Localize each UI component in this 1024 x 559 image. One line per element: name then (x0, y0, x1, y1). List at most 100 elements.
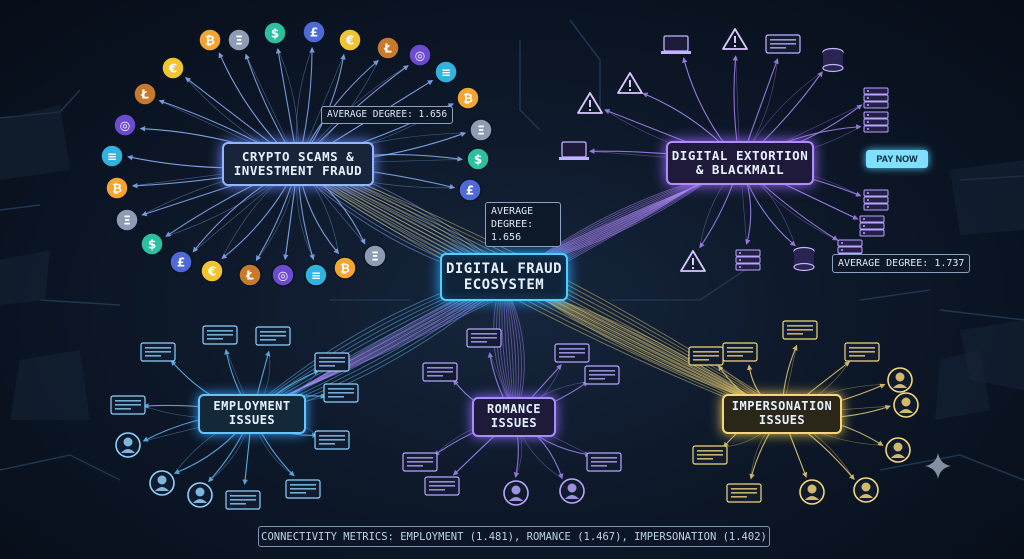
avatar-head-icon (901, 397, 911, 407)
circuit-trace (0, 204, 41, 211)
circuit-trace (610, 259, 761, 301)
document-line-icon (115, 404, 141, 406)
document-line-icon (559, 348, 585, 350)
server-light-icon (867, 114, 869, 116)
database-base-icon (822, 63, 844, 73)
avatar-head-icon (861, 482, 871, 492)
document-line-icon (207, 330, 233, 332)
crypto-coin-symbol-icon: ◎ (120, 119, 130, 133)
avatar-head-icon (511, 485, 521, 495)
document-line-icon (145, 355, 161, 357)
server-rack-icon (863, 125, 889, 133)
avatar-head-icon (895, 372, 905, 382)
server-rack-icon (735, 249, 761, 257)
crypto-coin-icon (408, 43, 432, 67)
avatar-body-icon (121, 449, 135, 453)
database-body-icon (794, 251, 814, 267)
crypto-coin-icon (466, 147, 490, 171)
server-light-icon (867, 128, 869, 130)
warning-triangle-icon (617, 72, 643, 94)
extortion-average-degree-badge: AVERAGE DEGREE: 1.737 (832, 254, 971, 273)
avatar-head-icon (157, 475, 167, 485)
crypto-coin-icon (238, 263, 262, 287)
document-line-icon (471, 333, 497, 335)
hub-digital-extortion[interactable]: DIGITAL EXTORTION & BLACKMAIL (666, 141, 814, 185)
hub-impersonation-issues[interactable]: IMPERSONATION ISSUES (722, 394, 842, 434)
background-shard (935, 350, 990, 420)
server-rack-icon (863, 118, 889, 126)
server-light-icon (739, 252, 741, 254)
document-line-icon (319, 435, 345, 437)
warning-mark-icon (734, 36, 736, 43)
server-rack-icon (863, 101, 889, 109)
document-line-icon (145, 351, 171, 353)
crypto-coin-symbol-icon: £ (177, 256, 185, 270)
server-rack-icon (859, 222, 885, 230)
document-line-icon (328, 392, 354, 394)
document-line-icon (693, 351, 719, 353)
crypto-coin-symbol-icon: £ (310, 26, 318, 40)
warning-mark-icon (692, 258, 694, 265)
document-line-icon (230, 495, 256, 497)
laptop-base-icon (559, 157, 589, 160)
background-shard (10, 350, 90, 420)
circuit-trace (0, 454, 121, 481)
crypto-coin-icon (113, 113, 137, 137)
document-line-icon (849, 355, 865, 357)
document-line-icon (429, 485, 455, 487)
crypto-coin-symbol-icon: ≡ (107, 150, 117, 164)
circuit-trace (939, 309, 1024, 321)
crypto-coin-symbol-icon: ₿ (463, 92, 473, 106)
document-line-icon (731, 488, 757, 490)
crypto-coin-symbol-icon: ₿ (205, 34, 215, 48)
document-line-icon (260, 331, 286, 333)
server-light-icon (867, 97, 869, 99)
pay-now-button[interactable]: PAY NOW (866, 150, 928, 168)
document-line-icon (319, 439, 345, 441)
document-line-icon (429, 481, 455, 483)
document-line-icon (230, 499, 256, 501)
document-line-icon (849, 347, 875, 349)
document-line-icon (559, 352, 585, 354)
document-line-icon (207, 334, 233, 336)
crypto-coin-symbol-icon: Ξ (371, 250, 379, 264)
document-line-icon (589, 378, 605, 380)
document-line-icon (290, 488, 316, 490)
crypto-coin-icon (161, 56, 185, 80)
document-line-icon (427, 371, 453, 373)
crypto-coin-symbol-icon: $ (148, 238, 156, 252)
crypto-coin-symbol-icon: Ξ (123, 214, 131, 228)
hub-employment-issues[interactable]: EMPLOYMENT ISSUES (198, 394, 306, 434)
crypto-average-degree-badge: AVERAGE DEGREE: 1.656 (321, 106, 454, 125)
crypto-coin-icon (227, 28, 251, 52)
document-line-icon (407, 457, 433, 459)
avatar-body-icon (891, 454, 905, 458)
warning-triangle-icon (577, 92, 603, 114)
document-line-icon (731, 496, 747, 498)
document-line-icon (319, 365, 335, 367)
hub-digital-fraud-ecosystem[interactable]: DIGITAL FRAUD ECOSYSTEM (440, 253, 568, 301)
hub-romance-issues[interactable]: ROMANCE ISSUES (472, 397, 556, 437)
center-average-degree-badge: AVERAGE DEGREE: 1.656 (485, 202, 561, 247)
server-rack-icon (859, 229, 885, 237)
document-line-icon (429, 489, 445, 491)
server-rack-icon (863, 189, 889, 197)
document-line-icon (770, 43, 796, 45)
document-line-icon (727, 347, 753, 349)
background-shard (0, 250, 50, 305)
crypto-coin-icon (333, 256, 357, 280)
hub-crypto-scams[interactable]: CRYPTO SCAMS & INVESTMENT FRAUD (222, 142, 374, 186)
crypto-coin-icon (434, 60, 458, 84)
crypto-coin-icon (376, 36, 400, 60)
sparkle-icon (925, 453, 951, 479)
laptop-icon (663, 35, 689, 52)
network-edge (297, 169, 783, 421)
crypto-coin-icon (133, 82, 157, 106)
crypto-coin-icon (304, 263, 328, 287)
network-edge (297, 168, 783, 420)
server-rack-icon (863, 203, 889, 211)
crypto-coin-symbol-icon: € (168, 62, 177, 76)
document-line-icon (319, 357, 345, 359)
